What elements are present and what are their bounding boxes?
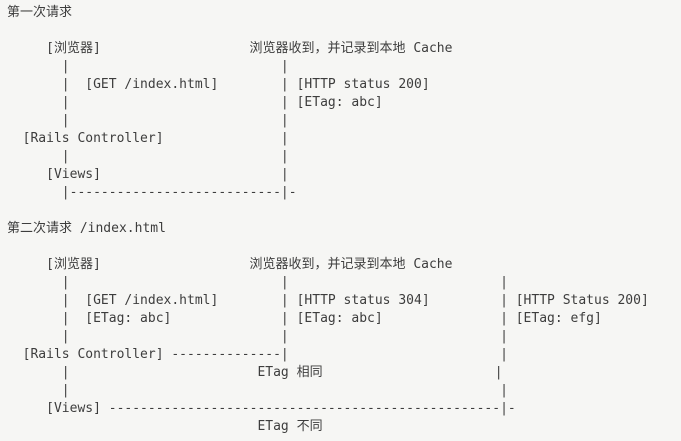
first-request-art: [浏览器] 浏览器收到，并记录到本地 Cache | | | [GET /ind… — [22, 41, 453, 200]
second-request-section: 第二次请求 /index.html [浏览器] 浏览器收到，并记录到本地 Cac… — [7, 220, 681, 436]
first-request-heading: 第一次请求 — [7, 5, 73, 20]
first-request-section: 第一次请求 [浏览器] 浏览器收到，并记录到本地 Cache | | | [GE… — [7, 4, 681, 202]
second-request-heading: 第二次请求 /index.html — [7, 221, 166, 236]
second-request-art: [浏览器] 浏览器收到，并记录到本地 Cache | | | | [GET /i… — [22, 257, 649, 434]
